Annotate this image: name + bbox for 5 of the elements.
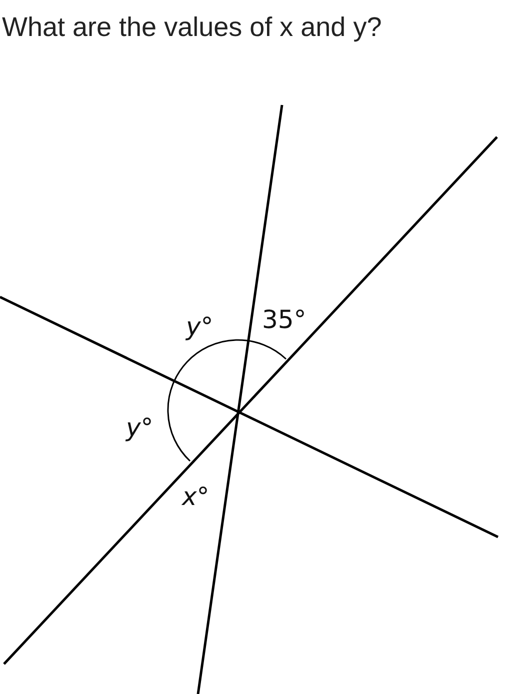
angle-label: 35° bbox=[262, 305, 306, 334]
angle-label: x° bbox=[182, 482, 210, 511]
angle-label: y° bbox=[126, 413, 154, 442]
question-title: What are the values of x and y? bbox=[2, 12, 382, 43]
angle-label: y° bbox=[186, 312, 214, 341]
